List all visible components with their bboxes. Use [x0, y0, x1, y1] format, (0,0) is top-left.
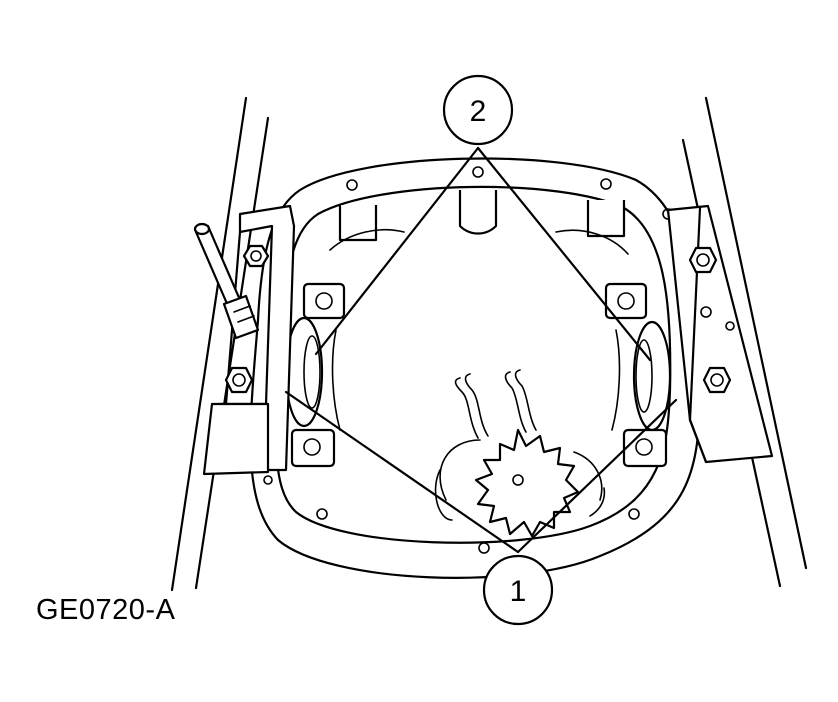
callout-2: 2	[442, 74, 514, 146]
pinion-gear	[434, 369, 606, 538]
callout-1-label: 1	[510, 575, 527, 608]
right-spreader-fixture	[666, 204, 774, 464]
left-spreader-fixture	[193, 204, 296, 476]
figure-id-label: GE0720-A	[36, 594, 176, 626]
axle-housing	[249, 157, 702, 579]
callout-leader-lines	[284, 146, 678, 554]
callout-2-label: 2	[470, 95, 487, 128]
callout-1: 1	[482, 554, 554, 626]
